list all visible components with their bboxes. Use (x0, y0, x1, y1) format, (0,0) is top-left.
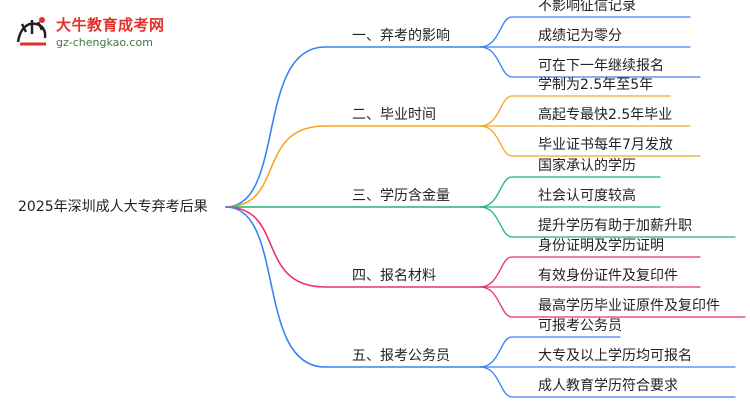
leaf-node-4-3: 最高学历毕业证原件及复印件 (538, 298, 720, 314)
root-node: 2025年深圳成人大专弃考后果 (18, 199, 208, 215)
branch-node-4: 四、报名材料 (352, 268, 436, 284)
branch-connector-4 (225, 206, 481, 288)
site-logo[interactable]: 大牛教育成考网 gz-chengkao.com (4, 4, 184, 58)
branch-node-2: 二、毕业时间 (352, 107, 436, 123)
leaf-node-5-2: 大专及以上学历均可报名 (538, 348, 692, 364)
branch-connector-5 (225, 206, 481, 368)
leaf-node-3-2: 社会认可度较高 (538, 188, 636, 204)
branch-node-5: 五、报考公务员 (352, 348, 450, 364)
leaf-node-2-2: 高起专最快2.5年毕业 (538, 107, 673, 123)
leaf-connector-3-1 (479, 176, 661, 208)
branch-node-3: 三、学历含金量 (352, 188, 450, 204)
branch-connector-2 (225, 125, 481, 208)
leaf-node-1-3: 可在下一年继续报名 (538, 58, 664, 74)
leaf-connector-1-3 (479, 46, 701, 78)
leaf-node-4-1: 身份证明及学历证明 (538, 238, 664, 254)
logo-url: gz-chengkao.com (56, 36, 153, 49)
leaf-connector-2-1 (479, 95, 671, 127)
leaf-node-5-3: 成人教育学历符合要求 (538, 378, 678, 394)
leaf-node-1-2: 成绩记为零分 (538, 28, 622, 44)
leaf-connector-5-3 (479, 366, 736, 398)
leaf-node-1-1: 不影响征信记录 (538, 0, 636, 14)
leaf-node-5-1: 可报考公务员 (538, 318, 622, 334)
leaf-connector-4-3 (479, 286, 746, 318)
leaf-connector-3-3 (479, 206, 736, 238)
logo-title: 大牛教育成考网 (56, 16, 165, 34)
branch-node-1: 一、弃考的影响 (352, 28, 450, 44)
leaf-node-3-3: 提升学历有助于加薪升职 (538, 218, 692, 234)
leaf-connector-4-1 (479, 256, 701, 288)
leaf-connector-2-3 (479, 125, 701, 157)
leaf-node-2-3: 毕业证书每年7月发放 (538, 137, 673, 153)
leaf-node-2-1: 学制为2.5年至5年 (538, 77, 654, 93)
leaf-connector-5-1 (479, 336, 621, 368)
leaf-node-3-1: 国家承认的学历 (538, 158, 636, 174)
branch-connector-1 (225, 46, 481, 208)
leaf-connector-1-1 (479, 16, 691, 48)
leaf-node-4-2: 有效身份证件及复印件 (538, 268, 678, 284)
bull-logo-icon (16, 17, 47, 46)
